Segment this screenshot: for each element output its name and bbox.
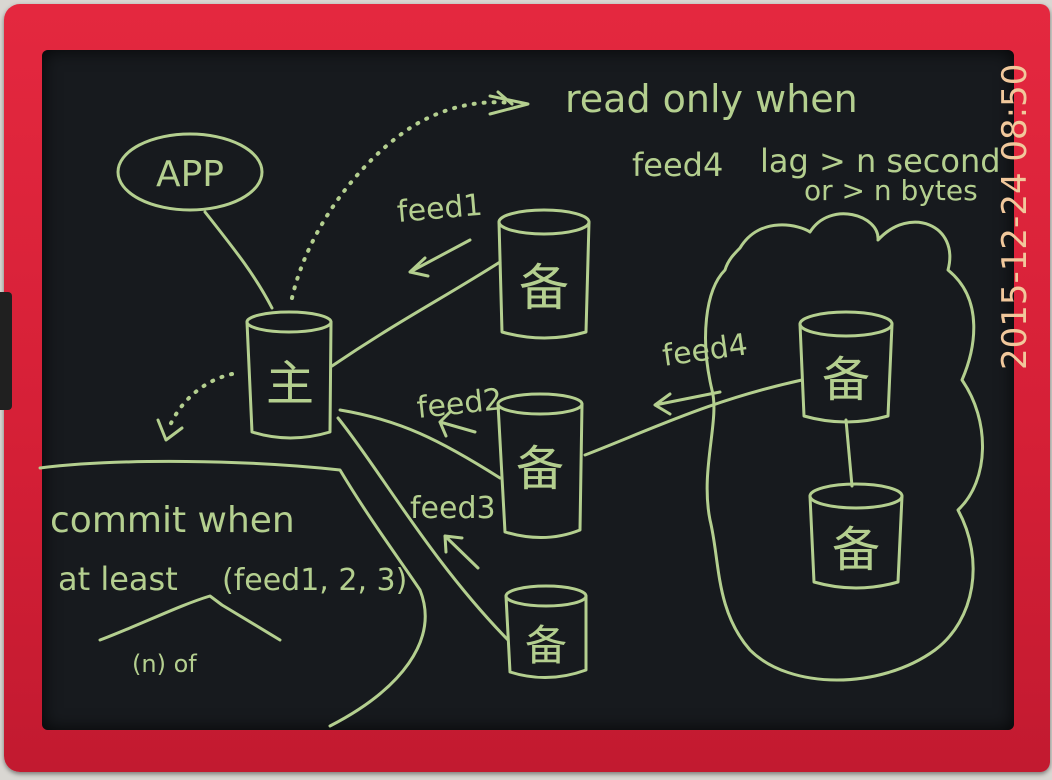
primary-to-replica3-line <box>336 416 510 642</box>
feed1-arrow <box>408 238 472 278</box>
read-dotted-path <box>290 100 514 300</box>
writing-screen <box>42 50 1014 730</box>
read-only-line2: lag > n second <box>760 142 1001 180</box>
primary-db-cylinder <box>245 310 333 440</box>
feed1-label: feed1 <box>396 188 484 230</box>
replica5-label: 备 <box>832 522 880 578</box>
commit-dotted-path <box>166 372 234 432</box>
primary-to-replica1-line <box>330 260 502 368</box>
replica5-cylinder <box>808 482 904 590</box>
feed2-arrow <box>438 410 477 438</box>
app-to-primary-line <box>203 210 274 310</box>
replica4-label: 备 <box>822 352 870 408</box>
replica2-label: 备 <box>516 441 564 497</box>
feed4-cloud-label: feed4 <box>660 327 750 374</box>
commit-arrow-head <box>156 418 184 442</box>
replica4-to-replica5-line <box>844 418 854 488</box>
primary-to-replica2-line <box>338 408 502 480</box>
cloud-boundary <box>704 212 984 682</box>
feed3-arrow <box>443 534 480 570</box>
replica3-cylinder <box>504 584 588 680</box>
commit-line3: (feed1, 2, 3) <box>222 563 407 598</box>
feed4-arrow <box>653 390 722 416</box>
read-only-line1: read only when <box>565 77 858 121</box>
timestamp-text: 2015-12-24 08:50 <box>995 64 1035 370</box>
primary-db-label: 主 <box>266 356 314 412</box>
replica2-cylinder <box>496 392 584 540</box>
replica2-to-replica4-line <box>583 378 804 457</box>
feed2-label: feed2 <box>415 382 504 426</box>
read-arrow-head <box>488 90 530 116</box>
commit-line1: commit when <box>50 500 295 541</box>
commit-line4: (n) of <box>132 650 197 678</box>
commit-caret <box>98 594 282 642</box>
commit-region-boundary <box>38 459 427 728</box>
tablet-frame <box>4 4 1050 772</box>
read-only-line3: or > n bytes <box>804 174 978 207</box>
app-label: APP <box>156 154 224 195</box>
replica1-cylinder <box>497 208 591 340</box>
timestamp-overlay: 2015-12-24 08:50 <box>995 64 1035 370</box>
replica1-label: 备 <box>519 259 569 317</box>
replica3-label: 备 <box>525 621 567 670</box>
read-only-feed4: feed4 <box>632 146 723 184</box>
side-clip <box>0 292 12 410</box>
app-ellipse <box>116 132 264 212</box>
feed3-label: feed3 <box>410 491 496 526</box>
commit-line2: at least <box>58 560 178 598</box>
